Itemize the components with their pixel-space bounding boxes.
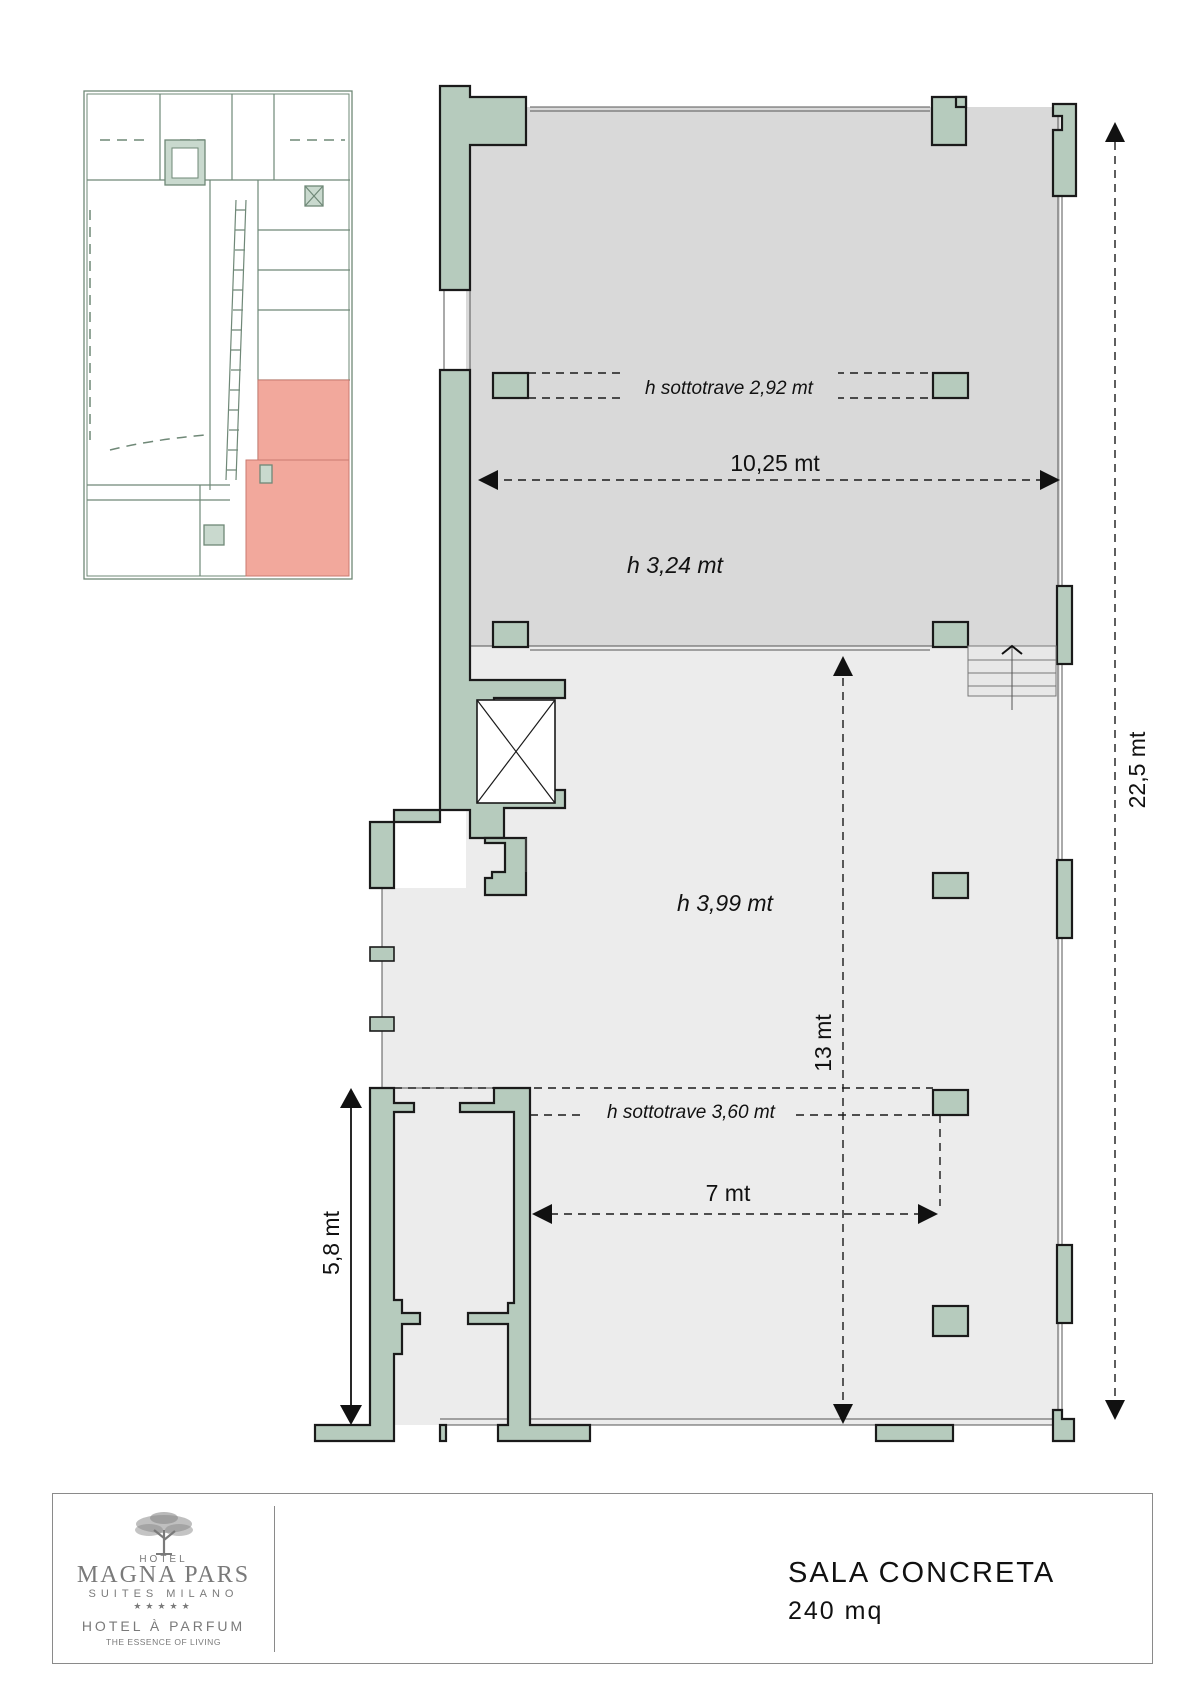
wall-left-spine: [368, 368, 567, 890]
wall-outlines: [381, 106, 1063, 1426]
wall-corridor-left: [313, 1086, 422, 1443]
lower-room-floor: [382, 646, 1060, 1425]
lower-room-height-label: h 3,99 mt: [677, 890, 774, 916]
width-top-label: 10,25 mt: [730, 450, 820, 476]
tree-logo-icon: [135, 1512, 193, 1555]
lower-width-label: 7 mt: [706, 1180, 751, 1206]
logo-stars: ★★★★★: [133, 1601, 194, 1611]
key-plan: [83, 90, 353, 580]
pillar: [931, 620, 970, 649]
pillar: [491, 620, 530, 649]
wall-right-top: [1051, 102, 1078, 198]
lift-shaft: [476, 699, 556, 804]
walls: [313, 84, 1078, 1443]
pillar: [491, 371, 530, 400]
beam-height-upper-label: h sottotrave 2,92 mt: [645, 378, 814, 399]
pillar: [931, 371, 970, 400]
floor-plan: h sottotrave 2,92 mt 10,25 mt h 3,24 mt …: [83, 84, 1150, 1443]
mini-highlight-sala-concreta: [245, 379, 350, 577]
logo-subtitle: SUITES MILANO: [88, 1588, 239, 1600]
pillar: [931, 871, 970, 900]
pillar-top-right: [930, 95, 968, 147]
small-stairs: [967, 644, 1057, 710]
beam-height-lower-label: h sottotrave 3,60 mt: [607, 1102, 776, 1123]
pillar: [931, 1304, 970, 1338]
total-length-label: 22,5 mt: [1124, 731, 1150, 808]
mini-stairs: [225, 199, 247, 481]
hotel-logo: HOTEL MAGNA PARS SUITES MILANO ★★★★★ HOT…: [53, 1494, 274, 1665]
logo-brand-name: MAGNA PARS: [76, 1562, 251, 1588]
footer-divider: [274, 1506, 275, 1652]
labels: h sottotrave 2,92 mt 10,25 mt h 3,24 mt …: [318, 369, 1150, 1275]
room-area: 240 mq: [788, 1597, 884, 1625]
wall-corridor-right: [458, 1086, 592, 1443]
dimensions: [340, 122, 1125, 1425]
title-block: HOTEL MAGNA PARS SUITES MILANO ★★★★★ HOT…: [52, 1493, 1153, 1664]
pillar: [931, 1088, 970, 1117]
logo-parfum-text: HOTEL À PARFUM: [81, 1618, 246, 1634]
wall-top-left: [438, 84, 528, 292]
upper-room-height-label: h 3,24 mt: [627, 552, 724, 578]
logo-tagline: THE ESSENCE OF LIVING: [106, 1637, 221, 1647]
logo-hotel-text: HOTEL: [139, 1554, 188, 1565]
room-name: SALA CONCRETA: [788, 1557, 1056, 1589]
side-length-label: 5,8 mt: [318, 1210, 344, 1275]
lower-length-label: 13 mt: [810, 1014, 836, 1072]
